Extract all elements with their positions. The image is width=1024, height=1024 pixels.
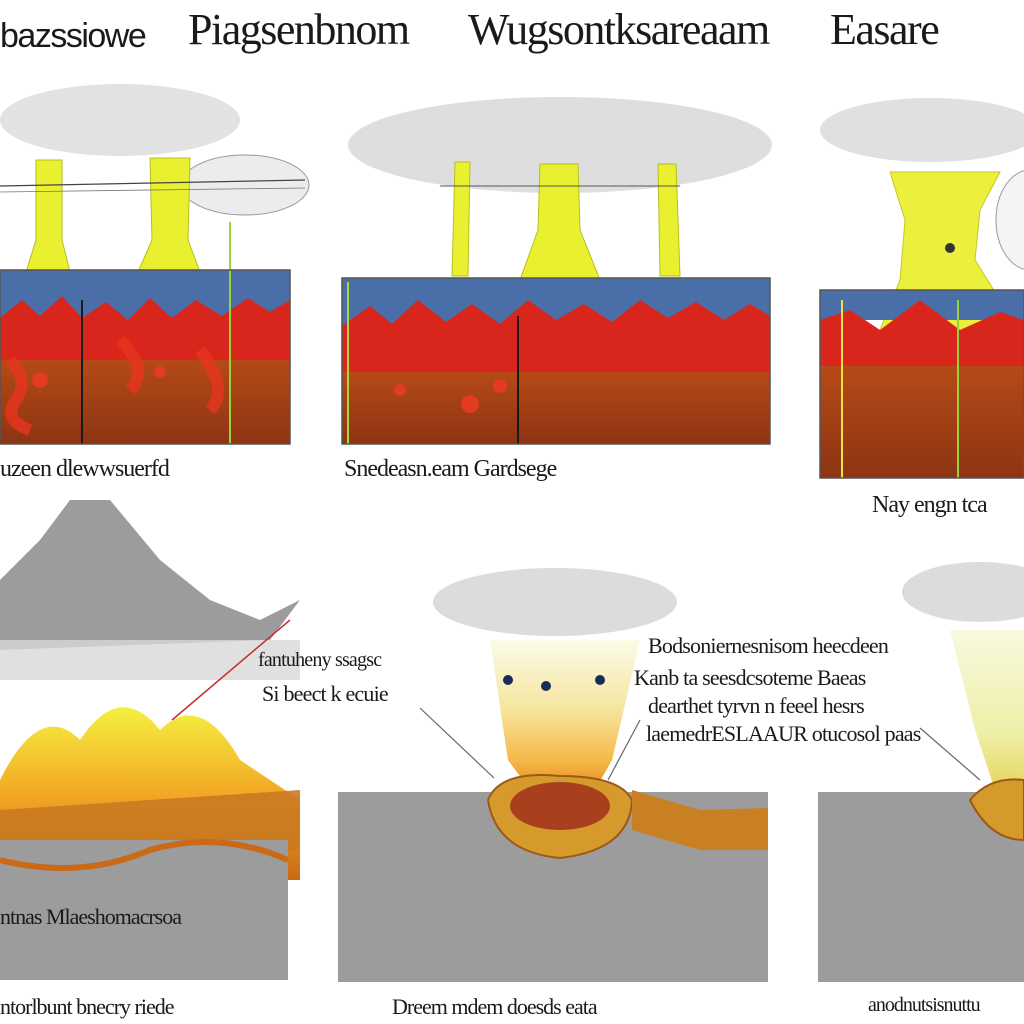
label-bottom-left-2: Si beect k ecuie bbox=[262, 681, 389, 706]
crater bbox=[968, 778, 1024, 842]
note-bottom-middle-4: laemedrESLAAUR otucosol paas bbox=[646, 721, 921, 746]
note-bottom-middle-2: Kanb ta seesdcsoteme Baeas bbox=[634, 665, 866, 690]
label-line bbox=[0, 187, 306, 193]
note-bottom-middle-3: dearthet tyrvn n feeel hesrs bbox=[648, 693, 865, 718]
label-pointer bbox=[919, 727, 981, 781]
caption-bottom-right: anodnutsisnuttu bbox=[868, 994, 981, 1016]
caption-top-right: Nay engn tca bbox=[872, 492, 988, 518]
eruption-plume bbox=[950, 630, 1024, 800]
label-line bbox=[0, 179, 306, 187]
label-pointer bbox=[607, 719, 641, 781]
magma-layer bbox=[342, 300, 770, 372]
cloud-shape bbox=[433, 568, 677, 636]
title-word-1: bazssiowe bbox=[0, 17, 147, 55]
eruption-plume bbox=[490, 640, 640, 790]
caption-bottom-left: ntorlbunt bnecry riede bbox=[0, 994, 174, 1019]
label-bubble bbox=[180, 154, 310, 216]
label-pointer bbox=[419, 707, 495, 779]
caption-bottom-middle: Dreem mdem doesds eata bbox=[392, 994, 598, 1019]
magma-layer bbox=[0, 296, 290, 360]
caption-top-left: uzeen dlewwsuerfd bbox=[0, 456, 170, 482]
panel-top-right bbox=[819, 98, 1024, 479]
ground-rock bbox=[0, 840, 288, 980]
title-word-2: Piagsenbnom bbox=[188, 5, 410, 54]
plume-pillar bbox=[657, 163, 681, 277]
title-word-4: Easare bbox=[830, 5, 940, 54]
crust-layer bbox=[342, 372, 770, 444]
label-bottom-left-1: fantuheny ssagsc bbox=[258, 649, 382, 671]
cloud-shape bbox=[902, 562, 1024, 622]
volcano-cone bbox=[0, 500, 300, 650]
label-pointer bbox=[171, 619, 291, 721]
plume-pillar bbox=[451, 161, 471, 277]
plume-pillar bbox=[25, 159, 71, 273]
panel-bottom-right bbox=[818, 562, 1024, 982]
title-word-3: Wugsontksareaam bbox=[468, 5, 770, 54]
panel-bottom-middle bbox=[338, 568, 768, 982]
lava-flow bbox=[632, 790, 768, 850]
panel-top-left bbox=[0, 84, 310, 445]
crust-layer bbox=[820, 366, 1024, 478]
caption-bottom-left-top: ntnas Mlaeshomacrsoa bbox=[0, 904, 182, 929]
crust-layer bbox=[0, 360, 290, 444]
note-bottom-middle-1: Bodsoniernesnisom heecdeen bbox=[648, 633, 889, 658]
caption-top-middle: Snedeasn.eam Gardsege bbox=[344, 456, 557, 482]
panel-bottom-left bbox=[0, 500, 300, 980]
cloud-shape bbox=[820, 98, 1024, 162]
magma-layer bbox=[820, 300, 1024, 366]
cloud-shape bbox=[0, 84, 240, 156]
panel-top-middle bbox=[341, 97, 772, 445]
